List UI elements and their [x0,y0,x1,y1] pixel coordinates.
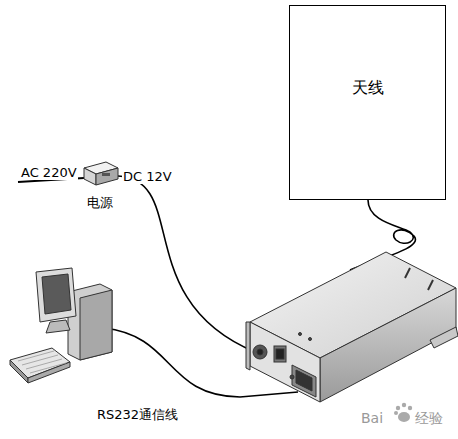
watermark: 经验 [414,410,444,426]
watermark: Bai [360,410,384,426]
power-brick [80,158,120,188]
dtu-device [246,252,458,402]
voltage-label-wrap: AC 220V [20,162,78,181]
dc-cable [118,176,255,352]
antenna-box: 天线 [289,5,446,200]
computer-icon [10,268,112,383]
antenna-label: 天线 [290,78,445,99]
watermark-wrap: 经验 [414,408,444,428]
cable-label-wrap: RS232通信线 [96,404,179,424]
power-label: 电源 [77,194,123,212]
watermark-wrap: Bai [360,408,384,427]
cable-label: RS232通信线 [96,407,179,422]
voltage-label: DC 12V [122,169,173,184]
power-supply: 电源 [77,158,123,212]
voltage-label-wrap: DC 12V [122,166,173,185]
watermark-paw [394,403,412,422]
voltage-label: AC 220V [20,165,78,180]
